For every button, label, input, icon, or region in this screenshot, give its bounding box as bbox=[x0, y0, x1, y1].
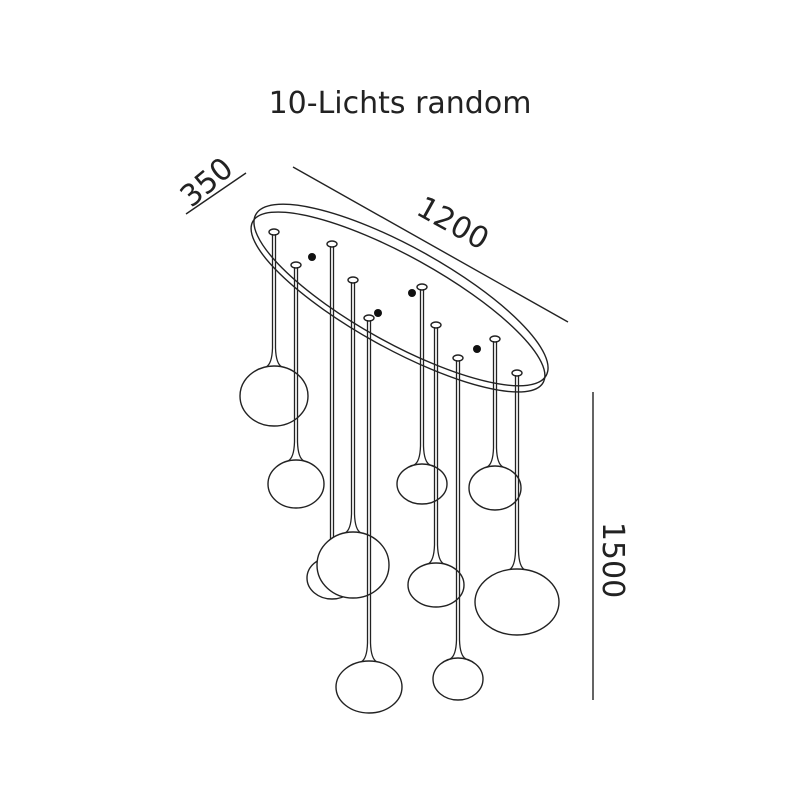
pendant-globe bbox=[396, 463, 448, 505]
pendant-mount bbox=[326, 240, 338, 248]
pendant-cable bbox=[360, 320, 378, 663]
pendant-light bbox=[468, 335, 522, 511]
pendant-cable bbox=[413, 289, 431, 466]
canopy-screw bbox=[374, 309, 382, 317]
pendant-globe bbox=[335, 660, 403, 714]
pendant-light bbox=[432, 354, 484, 701]
pendant-cable bbox=[449, 360, 467, 660]
pendant-cable bbox=[287, 267, 305, 462]
pendant-mount bbox=[363, 314, 375, 322]
pendant-light bbox=[239, 228, 309, 427]
pendant-light bbox=[267, 261, 325, 509]
pendant-globe bbox=[468, 465, 522, 511]
pendant-lights bbox=[239, 228, 560, 714]
height-label: 1500 bbox=[595, 522, 630, 598]
pendant-light bbox=[396, 283, 448, 505]
depth-dimension-line bbox=[185, 172, 247, 215]
pendant-mount bbox=[452, 354, 464, 362]
pendant-mount bbox=[430, 321, 442, 329]
pendant-mount bbox=[290, 261, 302, 269]
pendant-globe bbox=[267, 459, 325, 509]
pendant-light bbox=[335, 314, 403, 714]
pendant-light bbox=[474, 369, 560, 636]
pendant-globe bbox=[239, 365, 309, 427]
pendant-globe bbox=[474, 568, 560, 636]
canopy-screw bbox=[308, 253, 316, 261]
depth-dimension: 350 bbox=[174, 151, 247, 215]
pendant-globe bbox=[407, 562, 465, 608]
height-dimension: 1500 bbox=[592, 392, 630, 700]
depth-label: 350 bbox=[174, 151, 240, 215]
canopy-screws bbox=[308, 253, 481, 353]
pendant-globe bbox=[316, 531, 390, 599]
pendant-mount bbox=[511, 369, 523, 377]
pendant-cable bbox=[486, 341, 504, 468]
pendant-cable bbox=[323, 246, 341, 559]
pendant-globe bbox=[432, 657, 484, 701]
pendant-mount bbox=[347, 276, 359, 284]
pendant-mount bbox=[416, 283, 428, 291]
canopy-screw bbox=[408, 289, 416, 297]
pendant-light bbox=[316, 276, 390, 599]
ceiling-canopy bbox=[250, 203, 549, 393]
pendant-mount bbox=[268, 228, 280, 236]
width-dimension: 1200 bbox=[292, 166, 569, 323]
diagram-title: 10-Lichts random bbox=[268, 86, 532, 121]
pendant-light bbox=[407, 321, 465, 608]
pendant-cable bbox=[265, 234, 283, 368]
canopy-top-edge bbox=[253, 203, 549, 387]
canopy-bottom-edge bbox=[250, 211, 546, 393]
width-dimension-line bbox=[292, 166, 569, 323]
canopy-screw bbox=[473, 345, 481, 353]
pendant-mount bbox=[489, 335, 501, 343]
width-label: 1200 bbox=[411, 190, 495, 258]
